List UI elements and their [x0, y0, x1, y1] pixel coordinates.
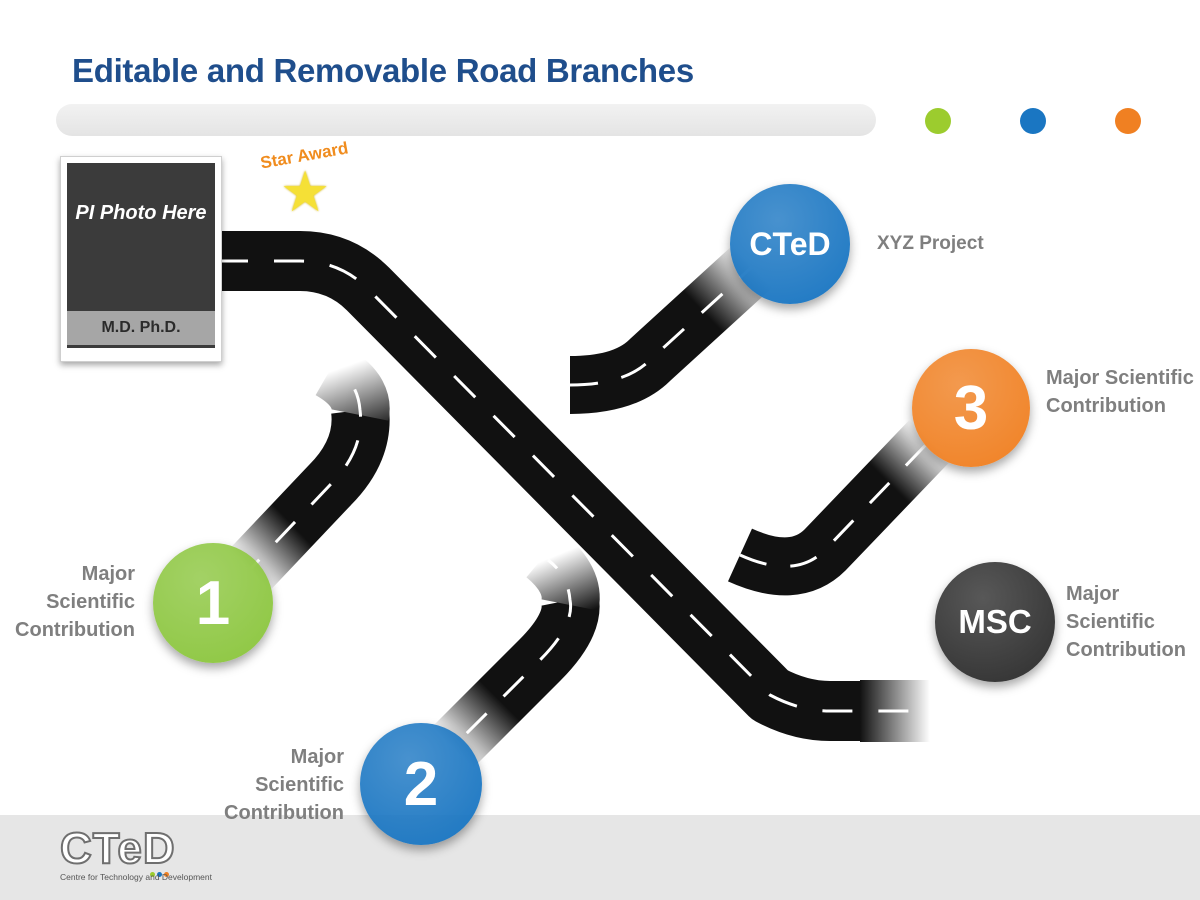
blue-dot — [1020, 108, 1046, 134]
footer-band — [0, 815, 1200, 900]
node-1: 1 — [153, 543, 273, 663]
node-msc: MSC — [935, 562, 1055, 682]
footer-tagline: Centre for Technology and Development — [60, 872, 212, 882]
green-dot — [925, 108, 951, 134]
road-branch-1 — [218, 344, 390, 600]
logo-dot — [157, 872, 162, 877]
logo-dot — [150, 872, 155, 877]
star-icon: ★ — [280, 160, 331, 223]
photo-caption: M.D. Ph.D. — [67, 311, 215, 348]
footer-logo: CTeD — [59, 823, 176, 874]
node-msc-label: Major Scientific Contribution — [1066, 583, 1186, 661]
logo-dots — [150, 864, 171, 882]
road-branch-2 — [409, 532, 600, 791]
node-2: 2 — [360, 723, 482, 845]
photo-area: PI Photo Here — [67, 163, 215, 311]
node-3: 3 — [912, 349, 1030, 467]
node-cted: CTeD — [730, 184, 850, 304]
node-cted-label: XYZ Project — [877, 233, 984, 254]
orange-dot — [1115, 108, 1141, 134]
road-branch-3 — [728, 409, 961, 596]
photo-placeholder-text: PI Photo Here — [75, 202, 207, 224]
main-road — [218, 231, 930, 742]
pi-photo-placeholder: PI Photo Here M.D. Ph.D. — [60, 156, 222, 362]
slide-title: Editable and Removable Road Branches — [72, 52, 694, 89]
node-2-label: Major Scientific Contribution — [224, 746, 344, 824]
title-bar — [56, 104, 876, 136]
node-3-label: Major Scientific Contribution — [1046, 367, 1194, 417]
road-branch-cted — [569, 233, 785, 414]
node-1-label: Major Scientific Contribution — [15, 563, 135, 641]
logo-dot — [164, 872, 169, 877]
